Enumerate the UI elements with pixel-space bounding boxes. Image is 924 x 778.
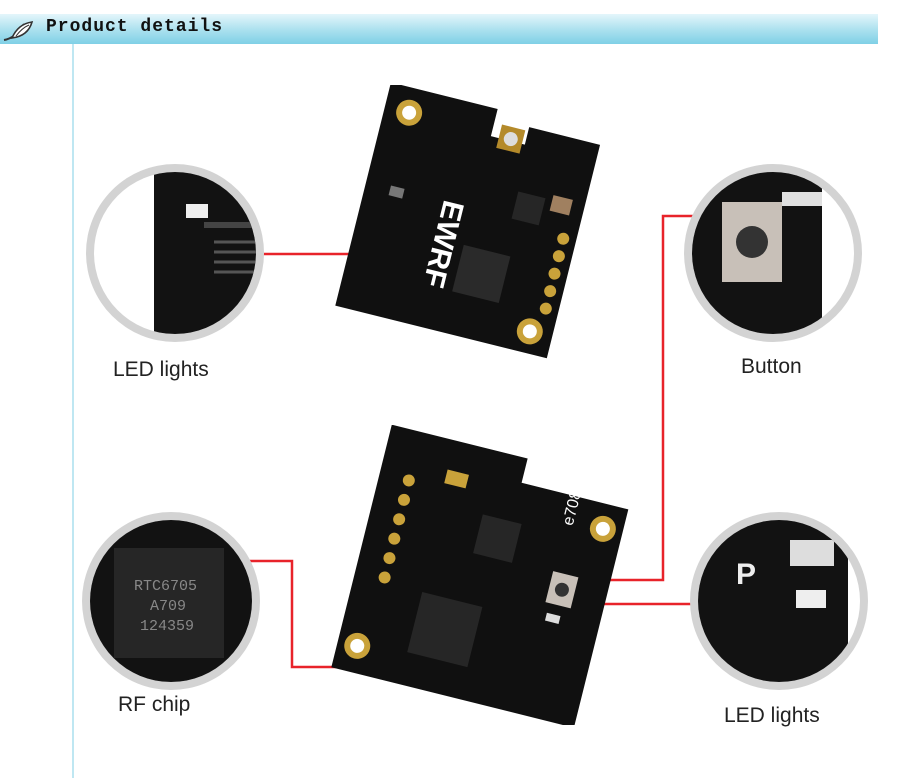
- rf-chip: [407, 592, 483, 668]
- chip-text-3: 124359: [140, 618, 194, 635]
- label-button: Button: [741, 355, 802, 378]
- chip: [452, 244, 511, 304]
- label-led-bottom: LED lights: [724, 704, 820, 727]
- zoom-led-top: [86, 164, 264, 342]
- zoom-button: [684, 164, 862, 342]
- label-rf-chip: RF chip: [118, 693, 191, 716]
- chip-text-2: A709: [150, 598, 186, 615]
- leaf-icon: [3, 21, 34, 41]
- top-board: EWRF: [335, 85, 601, 359]
- bottom-board: e7087U: [331, 425, 629, 725]
- divider-line: [72, 44, 74, 778]
- section-header: [0, 14, 878, 44]
- page-title: Product details: [46, 17, 224, 37]
- zoom-led-bottom: P: [690, 512, 868, 690]
- chip-text-1: RTC6705: [134, 578, 197, 595]
- button-letter: P: [736, 558, 756, 591]
- label-led-top: LED lights: [113, 358, 209, 381]
- zoom-rf-chip: RTC6705 A709 124359: [82, 512, 260, 690]
